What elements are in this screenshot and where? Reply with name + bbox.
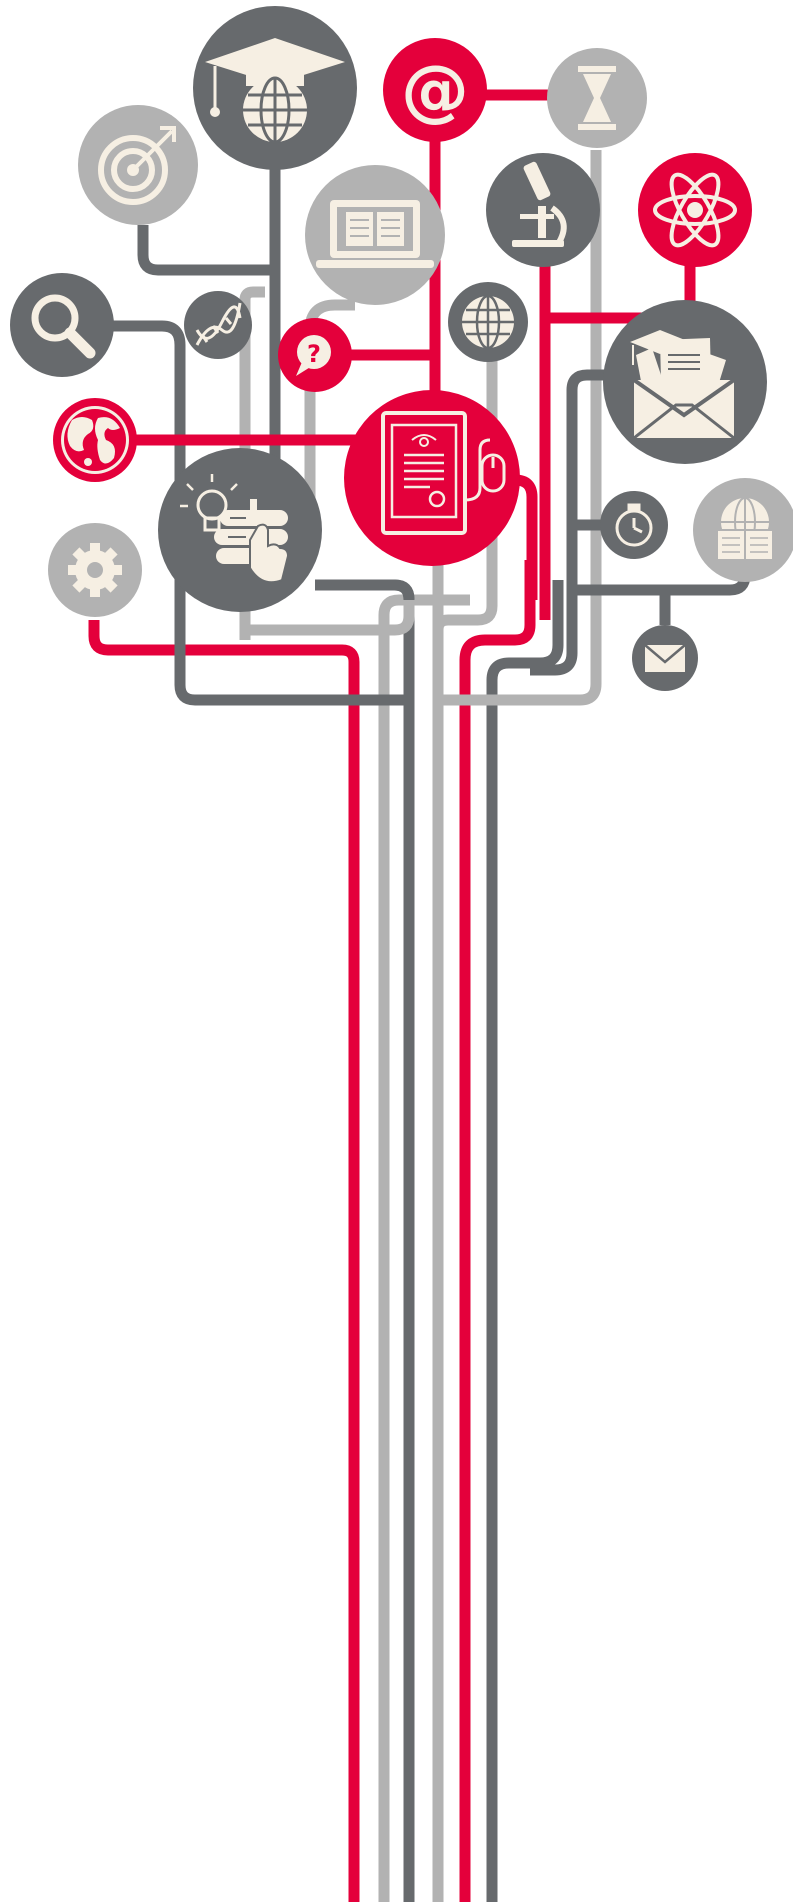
node-circle — [184, 291, 252, 359]
stopwatch-icon — [615, 503, 653, 547]
node-ebook — [344, 390, 520, 566]
line-right-loop-light — [438, 150, 602, 706]
node-laptop — [305, 165, 445, 305]
node-hourglass — [547, 48, 647, 148]
line-target-dark — [137, 225, 275, 276]
trunk-line-darkgray-2 — [486, 580, 564, 1902]
node-circle — [383, 38, 487, 142]
node-target — [78, 105, 198, 225]
line-middle-light-2 — [239, 286, 265, 640]
line-middle-light-1 — [432, 340, 498, 636]
laptop-book-icon — [316, 200, 434, 268]
node-atom — [638, 153, 752, 267]
node-email: @ — [383, 38, 487, 142]
microscope-icon — [512, 161, 567, 247]
ebook-reader-mouse-icon — [381, 411, 506, 535]
node-world-map — [53, 398, 137, 482]
magnifying-glass-icon — [31, 294, 96, 359]
node-graduation-globe — [193, 6, 357, 170]
world-map-icon — [67, 417, 120, 466]
hourglass-icon — [578, 66, 616, 130]
node-magnifier — [10, 273, 114, 377]
node-microscope — [486, 153, 600, 267]
target-arrow-icon — [98, 126, 176, 205]
globe-grid-icon — [462, 294, 514, 350]
node-mail — [632, 625, 698, 691]
node-globe-book — [693, 478, 793, 582]
trunk-line-red-1 — [88, 620, 360, 1902]
node-circle — [10, 273, 114, 377]
trunk-line-darkgray-1 — [372, 579, 415, 1902]
lightbulb-books-hand-icon — [180, 474, 290, 584]
trunk-line-red-2 — [459, 560, 536, 1902]
envelope-icon — [644, 644, 686, 672]
dna-helix-icon — [195, 302, 242, 346]
envelope-documents-icon — [630, 330, 736, 440]
svg-text:?: ? — [307, 340, 321, 368]
globe-book-icon — [716, 497, 774, 561]
node-dna — [184, 291, 252, 359]
node-question: ? — [278, 318, 352, 392]
trunk-line-lightgray-1 — [378, 594, 470, 1902]
gear-icon — [68, 543, 122, 597]
node-stopwatch — [600, 491, 668, 559]
at-sign-icon: @ — [401, 51, 469, 130]
question-bubble-icon: ? — [296, 335, 331, 376]
graduation-cap-globe-icon — [205, 38, 345, 144]
atom-icon — [653, 172, 737, 248]
node-idea-books — [158, 448, 322, 612]
line-middle-light-3 — [245, 600, 415, 636]
node-gear — [48, 523, 142, 617]
node-envelope-papers — [603, 300, 767, 464]
line-idea-right-dark — [315, 579, 415, 600]
node-globe — [448, 282, 528, 362]
